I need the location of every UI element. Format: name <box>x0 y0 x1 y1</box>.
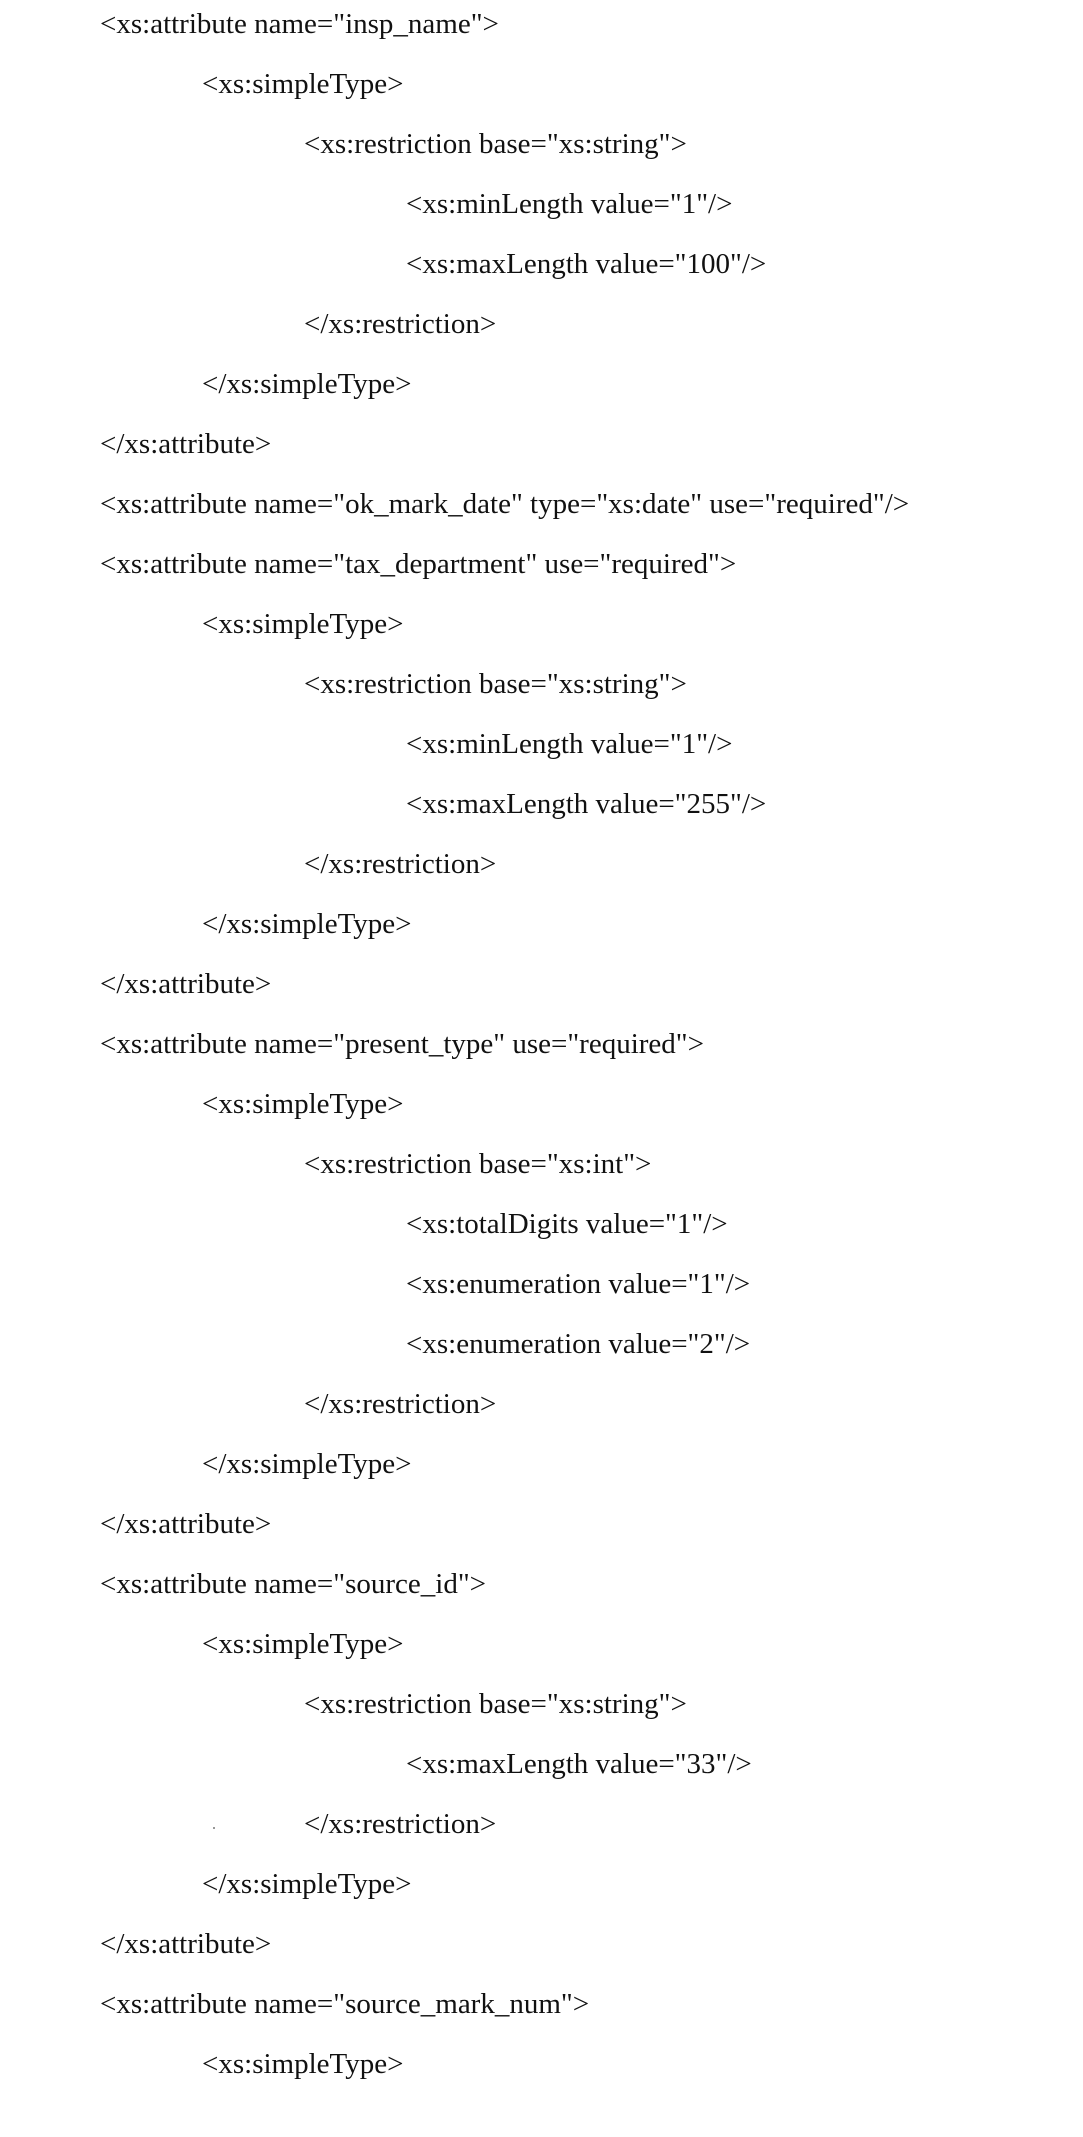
code-line: </xs:attribute> <box>100 1508 272 1540</box>
code-line: <xs:simpleType> <box>202 1088 404 1120</box>
code-line: <xs:enumeration value="2"/> <box>406 1328 751 1360</box>
scan-speck <box>213 1827 215 1829</box>
code-line: <xs:restriction base="xs:string"> <box>304 1688 687 1720</box>
code-line: <xs:attribute name="ok_mark_date" type="… <box>100 488 910 520</box>
code-line: <xs:attribute name="tax_department" use=… <box>100 548 737 580</box>
code-line: </xs:attribute> <box>100 1928 272 1960</box>
code-line: <xs:minLength value="1"/> <box>406 188 733 220</box>
code-line: </xs:restriction> <box>304 1388 497 1420</box>
code-line: <xs:totalDigits value="1"/> <box>406 1208 728 1240</box>
code-line: <xs:simpleType> <box>202 1628 404 1660</box>
code-line: </xs:simpleType> <box>202 1448 412 1480</box>
code-line: <xs:simpleType> <box>202 2048 404 2080</box>
code-line: </xs:simpleType> <box>202 1868 412 1900</box>
code-line: </xs:simpleType> <box>202 908 412 940</box>
code-line: <xs:attribute name="present_type" use="r… <box>100 1028 704 1060</box>
code-line: <xs:maxLength value="33"/> <box>406 1748 752 1780</box>
code-line: </xs:attribute> <box>100 428 272 460</box>
code-line: </xs:restriction> <box>304 1808 497 1840</box>
code-line: <xs:simpleType> <box>202 68 404 100</box>
code-line: <xs:restriction base="xs:string"> <box>304 128 687 160</box>
code-line: </xs:simpleType> <box>202 368 412 400</box>
code-line: </xs:attribute> <box>100 968 272 1000</box>
code-line: <xs:attribute name="source_id"> <box>100 1568 487 1600</box>
code-line: <xs:simpleType> <box>202 608 404 640</box>
code-line: </xs:restriction> <box>304 308 497 340</box>
code-line: <xs:restriction base="xs:int"> <box>304 1148 652 1180</box>
code-line: <xs:maxLength value="100"/> <box>406 248 767 280</box>
code-line: <xs:minLength value="1"/> <box>406 728 733 760</box>
code-line: <xs:maxLength value="255"/> <box>406 788 767 820</box>
code-line: <xs:restriction base="xs:string"> <box>304 668 687 700</box>
code-line: <xs:attribute name="insp_name"> <box>100 8 499 40</box>
code-line: </xs:restriction> <box>304 848 497 880</box>
code-line: <xs:attribute name="source_mark_num"> <box>100 1988 590 2020</box>
code-line: <xs:enumeration value="1"/> <box>406 1268 751 1300</box>
